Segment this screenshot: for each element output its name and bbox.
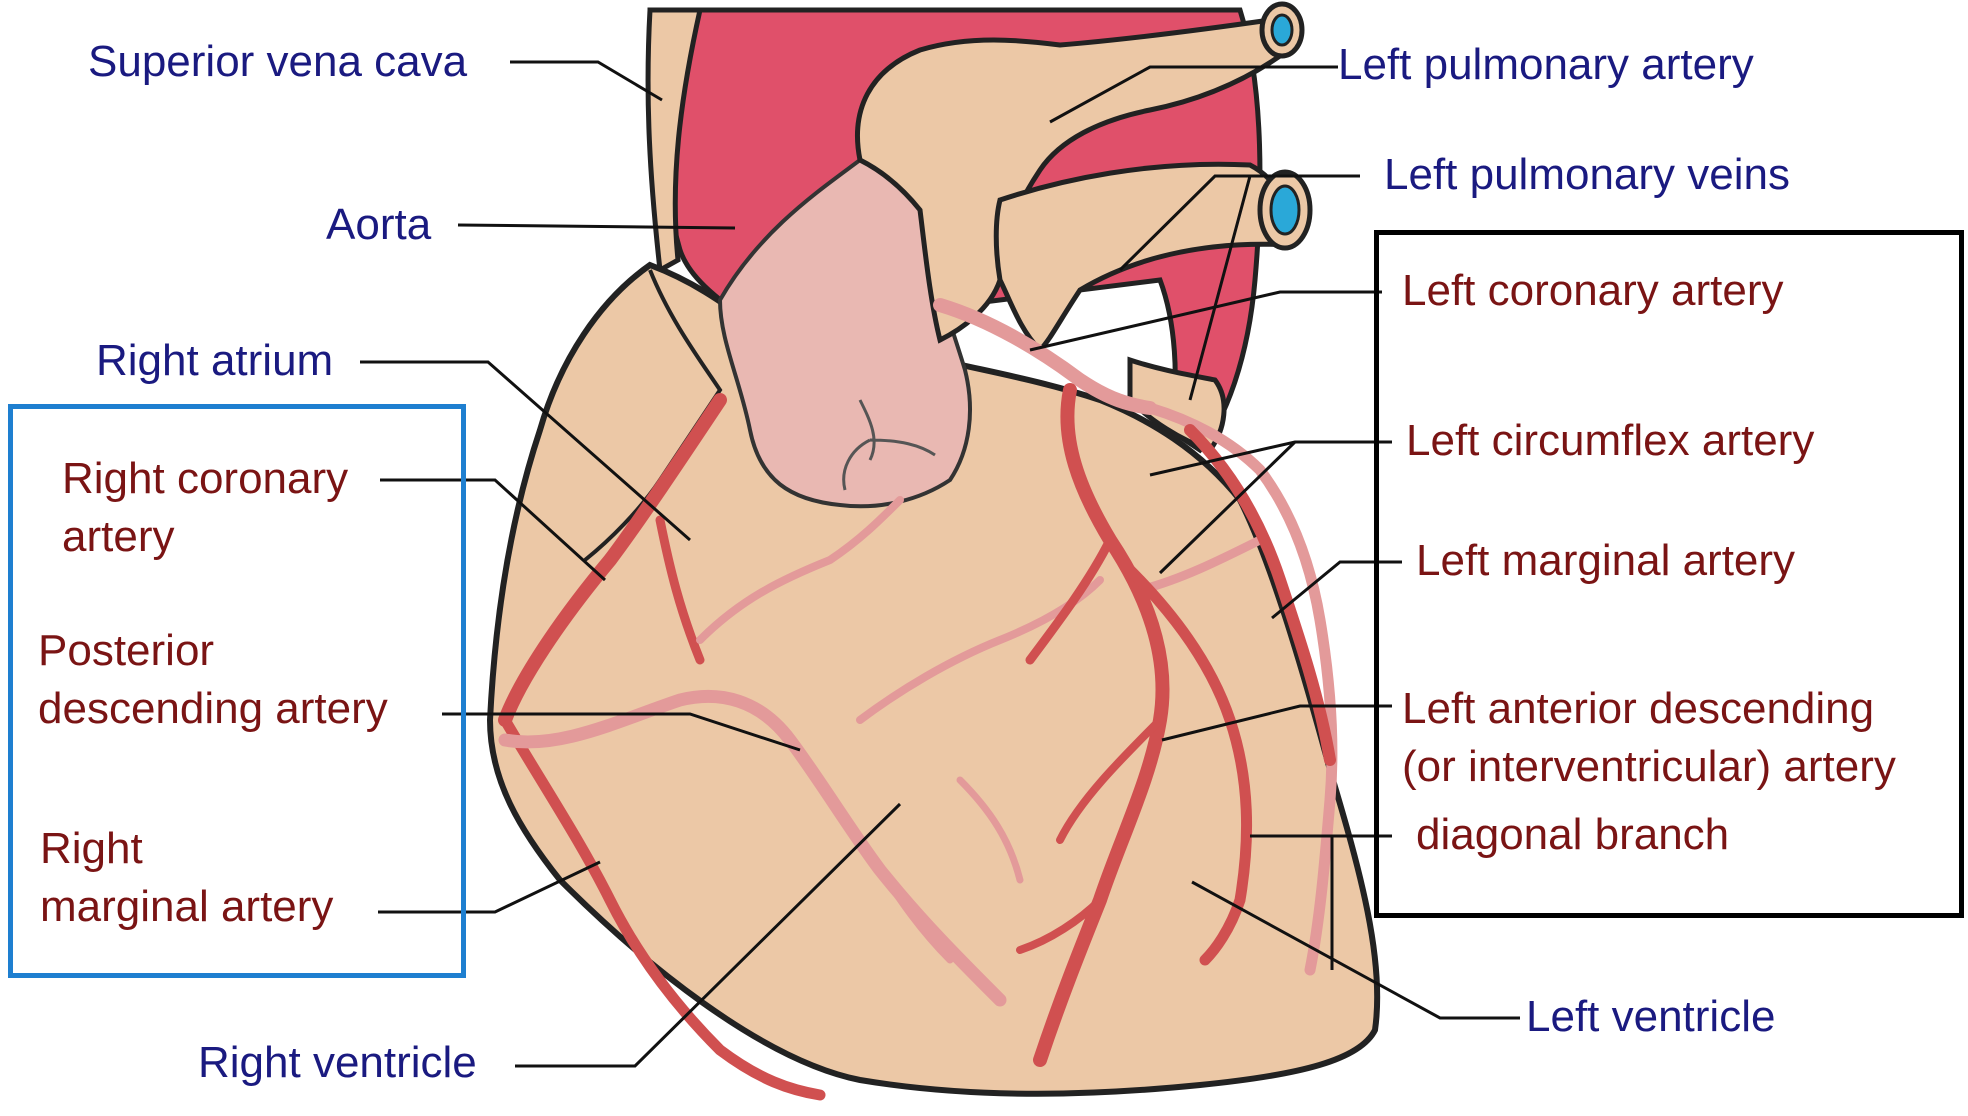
- label-posterior-descending-1: Posterior: [38, 622, 214, 680]
- leader-superior-vena-cava: [510, 62, 662, 100]
- label-lad-2: (or interventricular) artery: [1402, 738, 1896, 796]
- label-left-marginal-artery: Left marginal artery: [1416, 532, 1795, 590]
- label-right-atrium: Right atrium: [96, 332, 333, 390]
- label-superior-vena-cava: Superior vena cava: [88, 33, 467, 91]
- label-posterior-descending-2: descending artery: [38, 680, 388, 738]
- label-right-coronary-artery-1: Right coronary: [62, 450, 348, 508]
- pulmonary-artery-lumen: [1272, 15, 1292, 45]
- label-right-coronary-artery-2: artery: [62, 508, 174, 566]
- label-left-pulmonary-veins: Left pulmonary veins: [1384, 146, 1790, 204]
- label-right-marginal-2: marginal artery: [40, 878, 333, 936]
- label-right-marginal-1: Right: [40, 820, 143, 878]
- pulmonary-vein-lumen: [1271, 186, 1299, 234]
- label-left-pulmonary-artery: Left pulmonary artery: [1338, 36, 1754, 94]
- label-aorta: Aorta: [326, 196, 431, 254]
- label-diagonal-branch: diagonal branch: [1416, 806, 1729, 864]
- label-lad-1: Left anterior descending: [1402, 680, 1874, 738]
- label-left-circumflex-artery: Left circumflex artery: [1406, 412, 1814, 470]
- label-left-coronary-artery: Left coronary artery: [1402, 262, 1784, 320]
- label-left-ventricle: Left ventricle: [1526, 988, 1775, 1046]
- label-right-ventricle: Right ventricle: [198, 1034, 477, 1092]
